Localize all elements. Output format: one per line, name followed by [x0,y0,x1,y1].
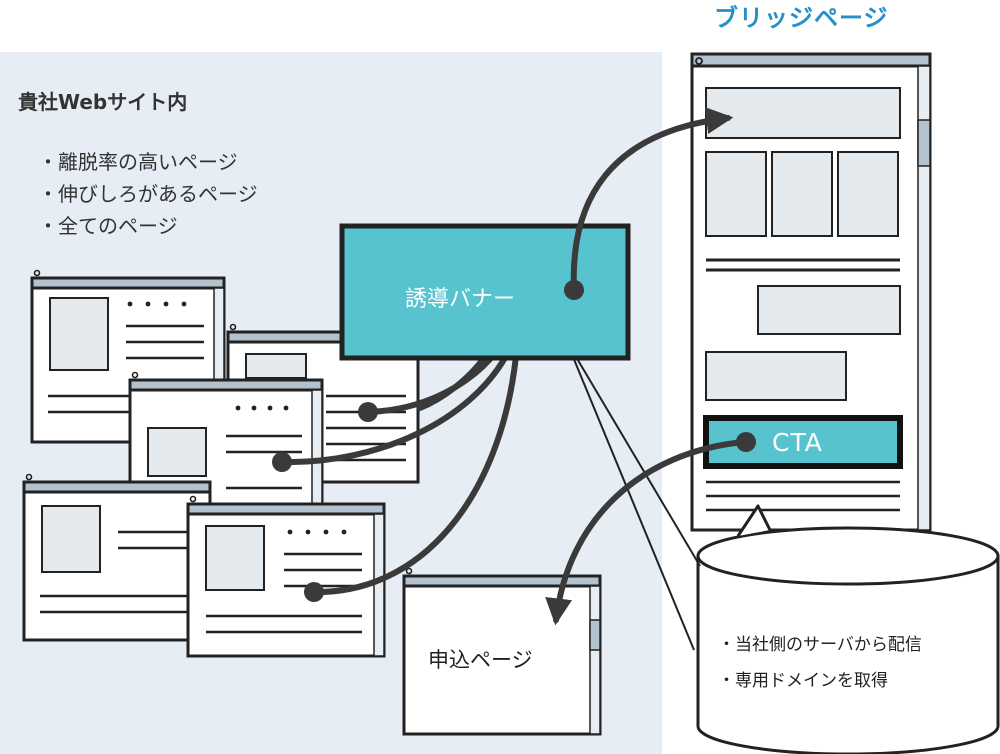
site-bullet-item: ・全てのページ [38,214,178,238]
guide-banner-label: 誘導バナー [405,287,516,312]
cta-label: CTA [772,428,823,457]
site-bullet-item: ・離脱率の高いページ [38,150,238,174]
website-area-title: 貴社Webサイト内 [18,90,188,114]
apply-page-label: 申込ページ [428,648,533,672]
arrow-banner-to-bridge [570,107,734,293]
server-cylinder [696,504,1000,754]
website-page-5 [186,495,386,658]
connector-page-3 [279,353,509,466]
connector-dot-page-3 [272,452,292,472]
pointer-line-right [565,339,701,567]
connector-dot-page-5 [304,582,324,602]
hosting-bullet-item: ・当社側のサーバから配信 [718,635,922,655]
website-page-4 [22,473,212,642]
website-page-1 [30,269,226,444]
bridge-page-title: ブリッジページ [714,4,889,32]
arrow-cta-to-apply [545,439,747,626]
site-bullet-item: ・伸びしろがあるページ [38,182,258,206]
connector-page-5 [311,353,519,596]
connector-dot-page-2 [358,402,378,422]
pointer-line-left [565,339,695,651]
hosting-bullet-item: ・専用ドメインを取得 [718,671,888,691]
connector-dot-banner [564,280,584,300]
connector-dot-cta [736,432,756,452]
cta-box [703,415,903,469]
